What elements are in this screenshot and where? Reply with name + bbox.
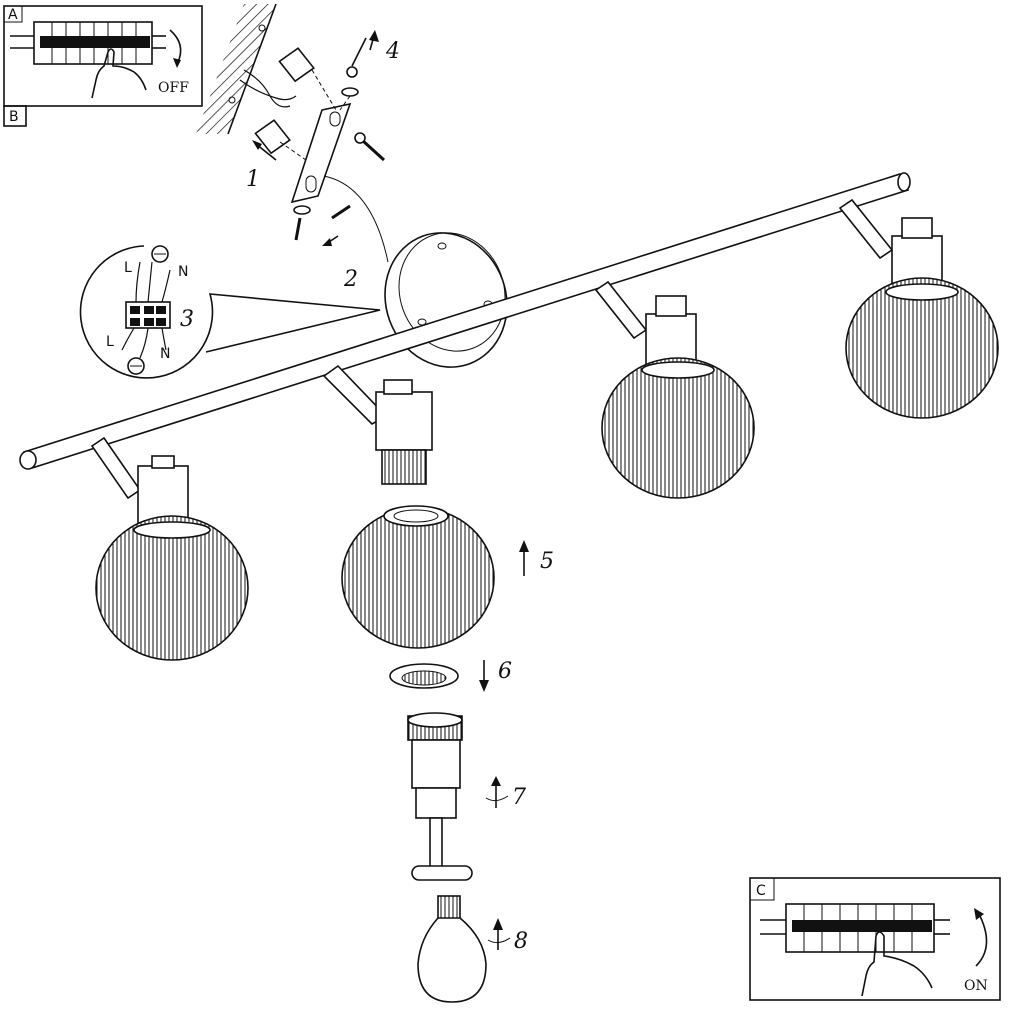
step-2-label: 2 — [343, 267, 358, 292]
panel-c-state: ON — [964, 978, 988, 994]
spotlight-left — [90, 436, 249, 661]
hand-icon — [861, 931, 933, 997]
wire-l-bottom-label: L — [106, 334, 114, 350]
step-7-label: 7 — [512, 785, 526, 810]
spotlight-center — [322, 364, 495, 649]
wall-plug-icon — [254, 47, 315, 155]
wall-mount — [196, 3, 389, 263]
rotate-arrow-icon — [485, 776, 509, 808]
breaker-off-panel: A B OFF — [3, 5, 203, 127]
panel-c-letter: C — [756, 883, 766, 899]
spotlight-right-middle — [594, 280, 755, 499]
breaker-strip-icon — [10, 21, 166, 65]
screw-icon — [293, 37, 386, 241]
wiring-callout: L N L N — [79, 245, 381, 379]
hand-icon — [91, 48, 147, 99]
step-8-label: 8 — [514, 929, 528, 954]
step-4-label: 4 — [385, 39, 400, 64]
wire-l-top-label: L — [124, 260, 132, 276]
spotlight-bar — [19, 172, 911, 470]
lamp-holder — [407, 712, 473, 881]
panel-a-letter: A — [8, 7, 18, 23]
light-bulb — [417, 895, 487, 1003]
rotate-arrow-icon — [169, 29, 182, 63]
step-5-label: 5 — [540, 549, 554, 574]
panel-a-state: OFF — [158, 80, 189, 96]
terminal-block-icon — [125, 301, 171, 329]
wire-n-top-label: N — [178, 264, 188, 280]
rotate-arrow-icon — [487, 918, 511, 950]
spotlight-right — [838, 198, 999, 419]
panel-b-letter: B — [9, 109, 19, 125]
wire-n-bottom-label: N — [160, 346, 170, 362]
step-3-label: 3 — [180, 307, 194, 332]
rotate-arrow-icon — [975, 911, 988, 967]
breaker-on-panel: C ON — [749, 877, 1001, 1001]
step-6-label: 6 — [498, 659, 512, 684]
step-1-label: 1 — [246, 167, 260, 192]
locking-ring — [389, 663, 459, 689]
breaker-strip-icon — [760, 903, 950, 953]
earth-icon — [127, 245, 169, 375]
